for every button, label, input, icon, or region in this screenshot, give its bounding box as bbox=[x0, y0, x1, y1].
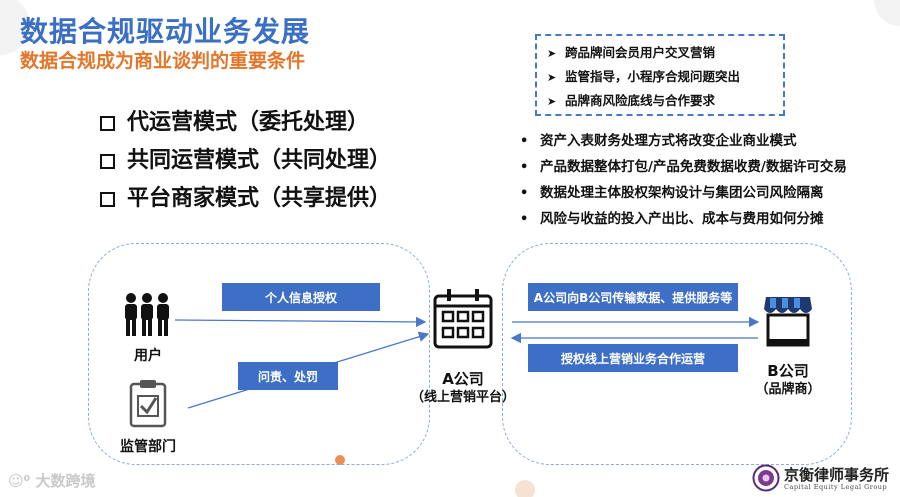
highlight-item: ➤ 品牌商风险底线与合作要求 bbox=[547, 89, 783, 113]
corner-decor-top-left bbox=[0, 0, 30, 55]
calendar-icon bbox=[433, 289, 493, 349]
right-region bbox=[502, 243, 852, 465]
bottom-decor-circle bbox=[515, 480, 535, 497]
consent-arrow bbox=[174, 316, 427, 328]
accountability-label: 问责、处罚 bbox=[238, 362, 338, 390]
mode-label: 共同运营模式（共同处理） bbox=[127, 148, 392, 173]
users-icon bbox=[125, 293, 169, 336]
bullet-dot-icon: • bbox=[520, 212, 529, 227]
highlight-item: ➤ 跨品牌间会员用户交叉营销 bbox=[547, 41, 783, 65]
mode-item: 共同运营模式（共同处理） bbox=[100, 142, 391, 180]
clipboard-check-icon bbox=[129, 380, 167, 428]
arrow-bullet-icon: ➤ bbox=[547, 47, 557, 60]
highlight-label: 监管指导，小程序合规问题突出 bbox=[565, 69, 741, 84]
mode-label: 平台商家模式（共享提供） bbox=[127, 186, 392, 211]
bullet-item: • 产品数据整体打包/产品免费数据收费/数据许可交易 bbox=[520, 154, 847, 180]
mode-label: 代运营模式（委托处理） bbox=[127, 110, 370, 135]
company-a-name: A公司 bbox=[442, 370, 484, 388]
bullet-label: 数据处理主体股权架构设计与集团公司风险隔离 bbox=[540, 185, 824, 201]
bullet-dot-icon: • bbox=[520, 134, 529, 149]
bullet-label: 产品数据整体打包/产品免费数据收费/数据许可交易 bbox=[540, 159, 847, 175]
storefront-icon bbox=[764, 297, 812, 347]
user-label: 用户 bbox=[134, 348, 162, 364]
checkbox-icon bbox=[100, 191, 115, 207]
firm-name: 京衡律师事务所 bbox=[784, 466, 890, 484]
authorization-label: 授权线上营销业务合作运营 bbox=[528, 344, 738, 372]
transfer-label: A公司向B公司传输数据、提供服务等 bbox=[528, 283, 738, 311]
consent-label: 个人信息授权 bbox=[222, 283, 380, 311]
checkbox-icon bbox=[100, 153, 115, 169]
firm-name-en: Capital Equity Legal Group bbox=[784, 483, 888, 491]
watermark: ☺⁰ 大数跨境 bbox=[8, 470, 95, 491]
corner-decor-top-right bbox=[874, 0, 900, 26]
bullet-item: • 风险与收益的投入产出比、成本与费用如何分摊 bbox=[520, 206, 847, 232]
left-region bbox=[88, 243, 430, 465]
highlight-box: ➤ 跨品牌间会员用户交叉营销 ➤ 监管指导，小程序合规问题突出 ➤ 品牌商风险底线与合… bbox=[535, 34, 785, 116]
bullet-item: • 数据处理主体股权架构设计与集团公司风险隔离 bbox=[520, 180, 847, 206]
bullet-list: • 资产入表财务处理方式将改变企业商业模式 • 产品数据整体打包/产品免费数据收费/… bbox=[520, 128, 847, 232]
watermark-text: 大数跨境 bbox=[35, 472, 96, 490]
checkbox-icon bbox=[100, 115, 115, 131]
company-b-name: B公司 bbox=[767, 362, 809, 380]
slide-title: 数据合规驱动业务发展 bbox=[20, 15, 311, 48]
company-a-desc: （线上营销平台） bbox=[410, 390, 515, 405]
highlight-item: ➤ 监管指导，小程序合规问题突出 bbox=[547, 65, 783, 89]
bullet-label: 资产入表财务处理方式将改变企业商业模式 bbox=[540, 133, 797, 149]
highlight-label: 跨品牌间会员用户交叉营销 bbox=[565, 45, 716, 60]
bottom-decor-dot bbox=[335, 455, 345, 465]
arrow-bullet-icon: ➤ bbox=[547, 71, 557, 84]
mode-list: 代运营模式（委托处理） 共同运营模式（共同处理） 平台商家模式（共享提供） bbox=[100, 104, 391, 218]
slide-subtitle: 数据合规成为商业谈判的重要条件 bbox=[20, 50, 306, 72]
mode-item: 代运营模式（委托处理） bbox=[100, 104, 391, 142]
firm-seal-icon bbox=[752, 464, 780, 492]
mode-item: 平台商家模式（共享提供） bbox=[100, 180, 391, 218]
watermark-icon: ☺⁰ bbox=[8, 472, 36, 490]
bullet-label: 风险与收益的投入产出比、成本与费用如何分摊 bbox=[540, 211, 824, 227]
bullet-dot-icon: • bbox=[520, 160, 529, 175]
bullet-item: • 资产入表财务处理方式将改变企业商业模式 bbox=[520, 128, 847, 154]
regulator-label: 监管部门 bbox=[120, 439, 176, 455]
company-b-desc: （品牌商） bbox=[755, 382, 821, 397]
highlight-label: 品牌商风险底线与合作要求 bbox=[565, 93, 716, 108]
arrow-bullet-icon: ➤ bbox=[547, 95, 557, 108]
bullet-dot-icon: • bbox=[520, 186, 529, 201]
